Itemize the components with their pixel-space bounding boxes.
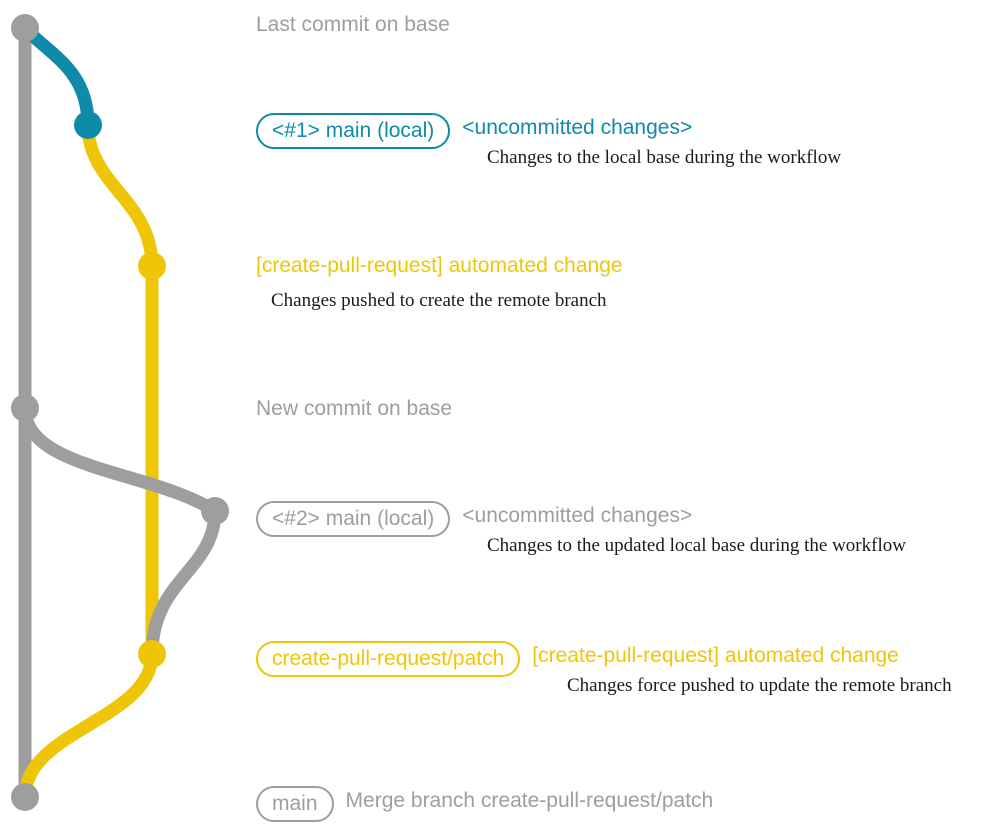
commit-row-local-1: <#1> main (local) <uncommitted changes> [256, 110, 693, 149]
commit-node-local-2[interactable] [201, 497, 229, 525]
commit-subject: Merge branch create-pull-request/patch [345, 789, 714, 812]
commit-node-base-head[interactable] [11, 14, 39, 42]
commit-note-local-2: Changes to the updated local base during… [487, 535, 906, 556]
ref-chip-wrap: create-pull-request/patch [256, 641, 521, 677]
ref-chip-create-pull-request-patch[interactable]: create-pull-request/patch [256, 641, 521, 677]
edge-local2-to-patch2 [145, 504, 222, 661]
ref-chip-main-local-1[interactable]: <#1> main (local) [256, 113, 451, 149]
commit-node-local-1[interactable] [74, 111, 102, 139]
commit-row-automated-change-1: [create-pull-request] automated change [256, 255, 623, 276]
commit-note-local-1: Changes to the local base during the wor… [487, 147, 842, 168]
commit-row-new-commit-on-base: New commit on base [256, 398, 452, 419]
commit-row-local-2: <#2> main (local) <uncommitted changes> [256, 498, 693, 537]
commit-row-last-commit-on-base: Last commit on base [256, 14, 450, 35]
commit-row-merge: main Merge branch create-pull-request/pa… [256, 783, 714, 822]
commit-node-patch-2[interactable] [138, 640, 166, 668]
commit-subject: New commit on base [256, 397, 453, 420]
commit-node-patch-1[interactable] [138, 252, 166, 280]
edge-base-to-local1 [18, 21, 95, 132]
commit-subject: [create-pull-request] automated change [532, 644, 899, 667]
ref-chip-wrap: <#1> main (local) [256, 113, 451, 149]
commit-node-base-new[interactable] [11, 394, 39, 422]
commit-row-automated-change-2: create-pull-request/patch [create-pull-r… [256, 638, 899, 677]
ref-chip-main[interactable]: main [256, 786, 334, 822]
commit-node-merge[interactable] [11, 783, 39, 811]
edge-local1-to-patch1 [81, 118, 159, 273]
edge-patch2-to-merge [18, 647, 159, 804]
ref-chip-wrap: <#2> main (local) [256, 501, 451, 537]
ref-chip-wrap: main [256, 786, 334, 822]
commit-note-automated-change-1: Changes pushed to create the remote bran… [271, 290, 607, 311]
ref-chip-main-local-2[interactable]: <#2> main (local) [256, 501, 451, 537]
edge-base-to-local2 [18, 401, 222, 518]
commit-subject: [create-pull-request] automated change [256, 254, 623, 277]
commit-note-automated-change-2: Changes force pushed to update the remot… [567, 675, 952, 696]
commit-subject: Last commit on base [256, 13, 450, 36]
commit-subject: <uncommitted changes> [462, 116, 693, 139]
commit-subject: <uncommitted changes> [462, 504, 693, 527]
